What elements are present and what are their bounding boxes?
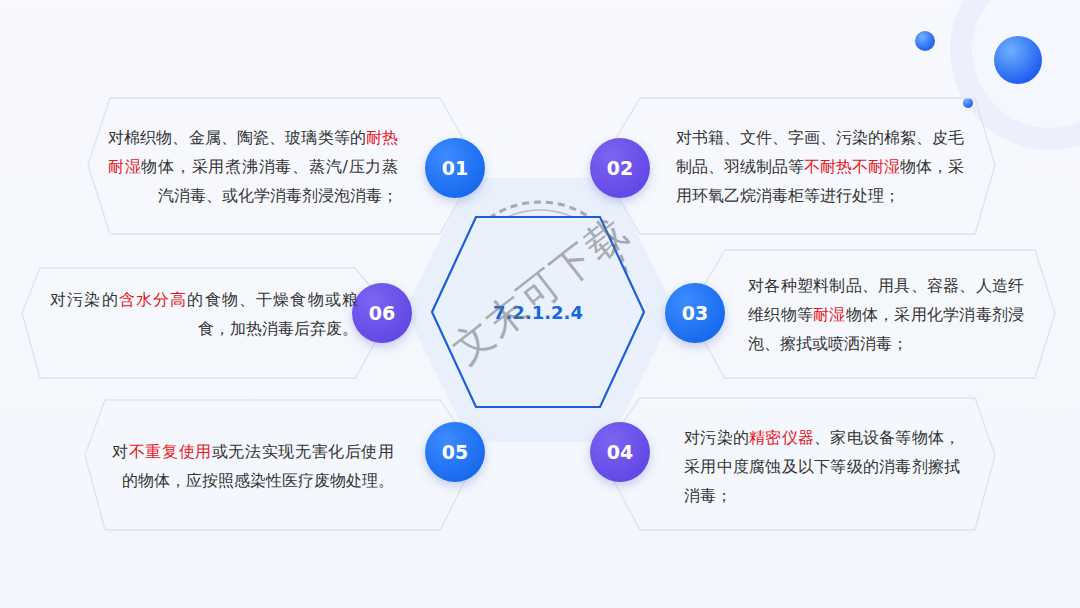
body-text: 对污染的	[684, 428, 749, 447]
highlight-text: 不重复使用	[129, 442, 212, 461]
highlight-text: 精密仪器	[749, 428, 814, 447]
number-circle: 04	[590, 422, 650, 482]
text-panel: 对棉织物、金属、陶瓷、玻璃类等的耐热耐湿物体，采用煮沸消毒、蒸汽/压力蒸汽消毒、…	[108, 123, 398, 210]
body-text: 对棉织物、金属、陶瓷、玻璃类等的	[108, 128, 366, 147]
sphere	[994, 36, 1042, 84]
body-text: 对污染的	[50, 290, 119, 309]
hexagon-halo	[405, 178, 675, 442]
number-circle: 01	[425, 138, 485, 198]
body-text: 物体，采用煮沸消毒、蒸汽/压力蒸汽消毒、或化学消毒剂浸泡消毒；	[141, 157, 398, 205]
panel-outlines	[22, 98, 1055, 530]
text-panel: 对不重复使用或无法实现无害化后使用的物体，应按照感染性医疗废物处理。	[112, 437, 394, 495]
sphere	[915, 31, 935, 51]
text-panel: 对污染的精密仪器、家电设备等物体，采用中度腐蚀及以下等级的消毒剂擦拭消毒；	[684, 423, 960, 510]
corner-ring	[950, 0, 1080, 150]
highlight-text: 含水分高	[119, 290, 188, 309]
number-circle: 05	[425, 422, 485, 482]
callout-number: 05	[442, 441, 468, 463]
body-text: 的食物、干燥食物或粮食，加热消毒后弃废。	[187, 290, 358, 338]
number-circle: 02	[590, 138, 650, 198]
text-panel: 对污染的含水分高的食物、干燥食物或粮食，加热消毒后弃废。	[50, 285, 358, 343]
text-panel: 对书籍、文件、字画、污染的棉絮、皮毛制品、羽绒制品等不耐热不耐湿物体，采用环氧乙…	[676, 123, 964, 210]
body-text: 对	[112, 442, 129, 461]
callout-number: 04	[607, 441, 633, 463]
sphere	[963, 98, 973, 108]
callout-number: 02	[607, 157, 633, 179]
callout-number: 01	[442, 157, 468, 179]
highlight-text: 耐湿	[813, 305, 846, 324]
callout-number: 06	[369, 302, 395, 324]
number-circle: 03	[665, 283, 725, 343]
highlight-text: 不耐热不耐湿	[804, 157, 900, 176]
text-panel: 对各种塑料制品、用具、容器、人造纤维织物等耐湿物体，采用化学消毒剂浸泡、擦拭或喷…	[748, 271, 1024, 358]
corner-ring	[972, 0, 1080, 128]
number-circle: 06	[352, 283, 412, 343]
callout-number: 03	[682, 302, 708, 324]
